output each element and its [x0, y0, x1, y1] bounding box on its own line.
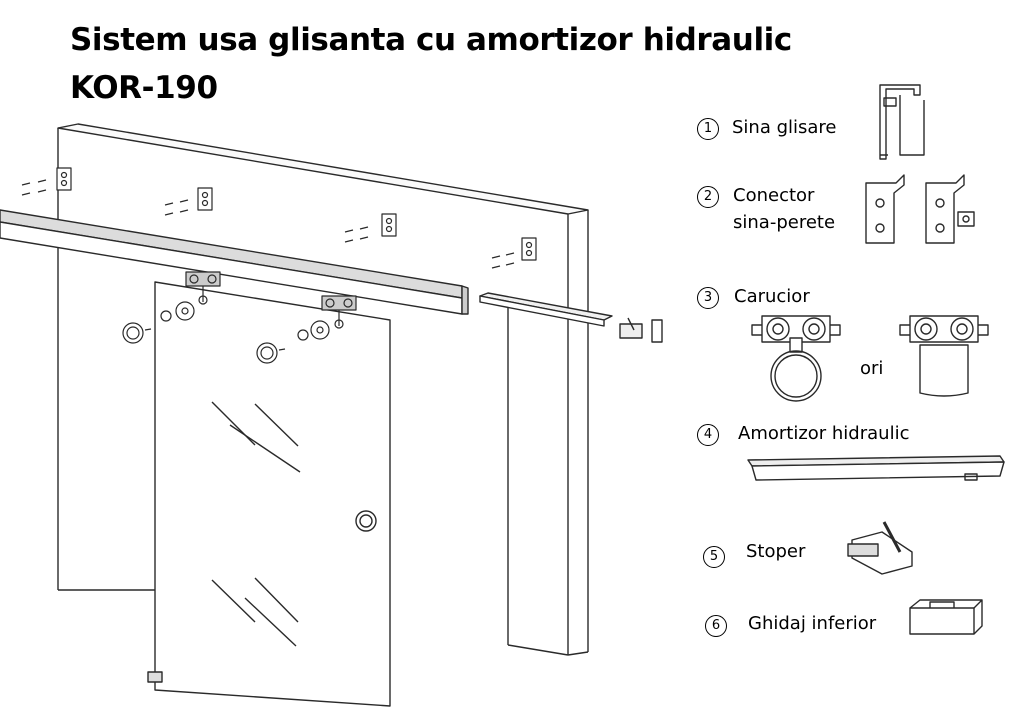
legend-number-1: 1 — [697, 118, 719, 140]
rail-profile-illustration — [879, 84, 925, 160]
legend-label-6: Ghidaj inferior — [748, 613, 877, 634]
glass-door — [154, 281, 391, 707]
damper-illustration — [747, 455, 1005, 481]
stopper-illustration — [847, 521, 913, 575]
legend-label-3: Carucior — [734, 286, 810, 307]
carriage-ring-illustration — [751, 315, 841, 402]
legend-number-2: 2 — [697, 186, 719, 208]
door-fittings — [122, 301, 330, 364]
bottom-guide — [147, 671, 163, 683]
product-code: KOR-190 — [70, 70, 218, 106]
carriage-block-illustration — [899, 315, 989, 397]
bottom-guide-illustration — [909, 599, 983, 635]
legend-label-4: Amortizor hidraulic — [738, 423, 910, 444]
legend-label-5: Stoper — [746, 541, 806, 562]
diagram-title: Sistem usa glisanta cu amortizor hidraul… — [70, 22, 792, 58]
legend-number-6: 6 — [705, 615, 727, 637]
hydraulic-damper — [479, 292, 613, 327]
legend-number-3: 3 — [697, 287, 719, 309]
legend-label-2-line2: sina-perete — [733, 212, 836, 233]
legend-label-1: Sina glisare — [732, 117, 837, 138]
wall-connectors — [21, 167, 537, 269]
legend-label-2-line1: Conector — [733, 185, 815, 206]
rail-carriages — [185, 271, 357, 329]
legend-number-4: 4 — [697, 424, 719, 446]
legend-number-5: 5 — [703, 546, 725, 568]
wall-connector-illustration — [865, 174, 975, 244]
sliding-rail — [0, 209, 469, 315]
legend-alternative-or: ori — [860, 358, 884, 379]
stopper-part — [619, 317, 663, 343]
wall-panel — [57, 123, 589, 656]
